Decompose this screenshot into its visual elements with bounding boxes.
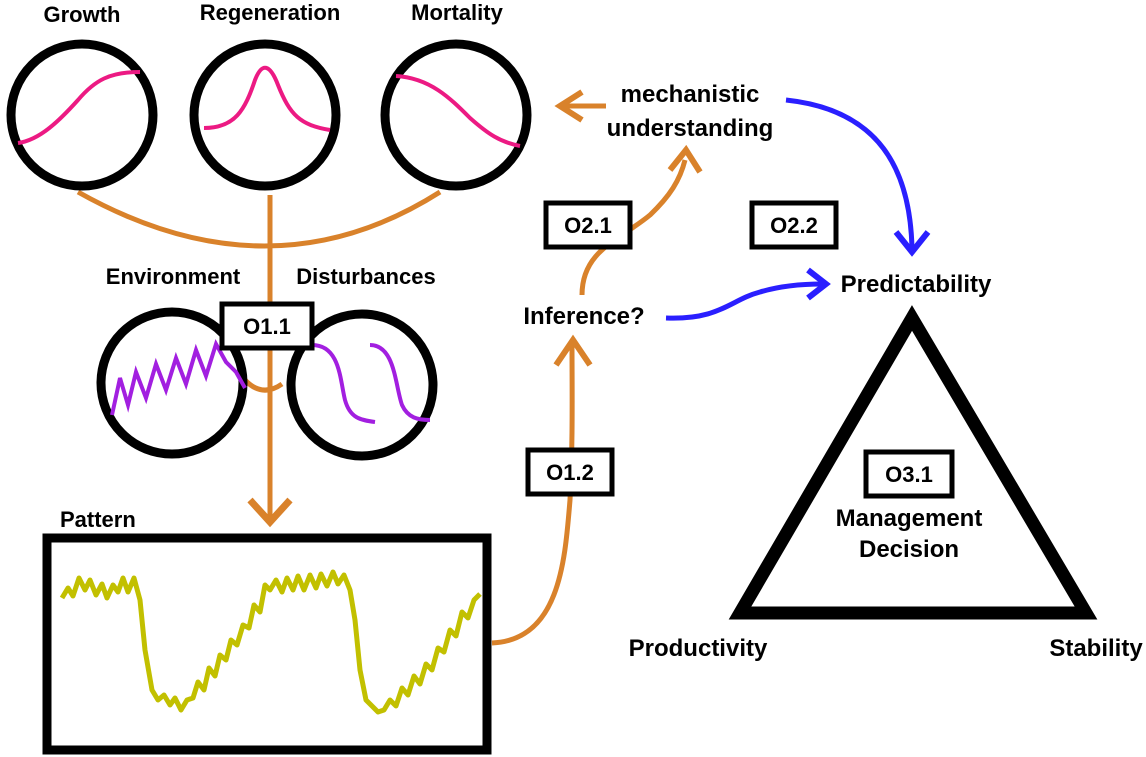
svg-text:O2.1: O2.1 [564, 213, 612, 238]
o31-box [863, 449, 955, 499]
regeneration-circle: Regeneration [189, 0, 341, 191]
productivity-label: Productivity [629, 635, 768, 662]
pattern-series [59, 569, 482, 715]
understanding-label: understanding [607, 115, 774, 142]
predictability-label: Predictability [841, 271, 992, 298]
pattern-box: Pattern [42, 507, 492, 755]
disturbances-label: Disturbances [296, 264, 435, 289]
o11-box: O1.1 [219, 301, 315, 351]
management-label: Management [836, 505, 983, 532]
pattern-to-inference-arrow [491, 334, 593, 646]
inference-to-understanding-arrow [579, 144, 703, 296]
decision-label: Decision [859, 536, 959, 563]
mortality-label: Mortality [411, 0, 503, 25]
svg-text:O3.1: O3.1 [885, 462, 933, 487]
inference-label: Inference? [523, 303, 644, 330]
o21-box: O2.1 [543, 200, 633, 250]
regeneration-label: Regeneration [200, 0, 341, 25]
disturbances-circle: Disturbances [286, 264, 438, 461]
process-connector [76, 189, 442, 528]
understanding-to-predictability-arrow [785, 97, 931, 257]
understanding-to-processes-arrow [554, 89, 606, 123]
o22-box: O2.2 [749, 200, 839, 250]
o12-box: O1.2 [525, 447, 615, 497]
mechanistic-label: mechanistic [621, 81, 760, 108]
mortality-circle: Mortality [380, 0, 532, 191]
environment-label: Environment [106, 264, 241, 289]
environment-circle: Environment [96, 264, 248, 459]
stability-label: Stability [1049, 635, 1143, 662]
pattern-label: Pattern [60, 507, 136, 532]
svg-text:O2.2: O2.2 [770, 213, 818, 238]
svg-text:O1.1: O1.1 [243, 314, 291, 339]
decision-triangle: O3.1 Management Decision Productivity St… [629, 305, 1143, 662]
growth-circle: Growth [6, 2, 158, 191]
svg-text:O1.2: O1.2 [546, 460, 594, 485]
inference-to-predictability-arrow [665, 267, 831, 321]
growth-label: Growth [44, 2, 121, 27]
